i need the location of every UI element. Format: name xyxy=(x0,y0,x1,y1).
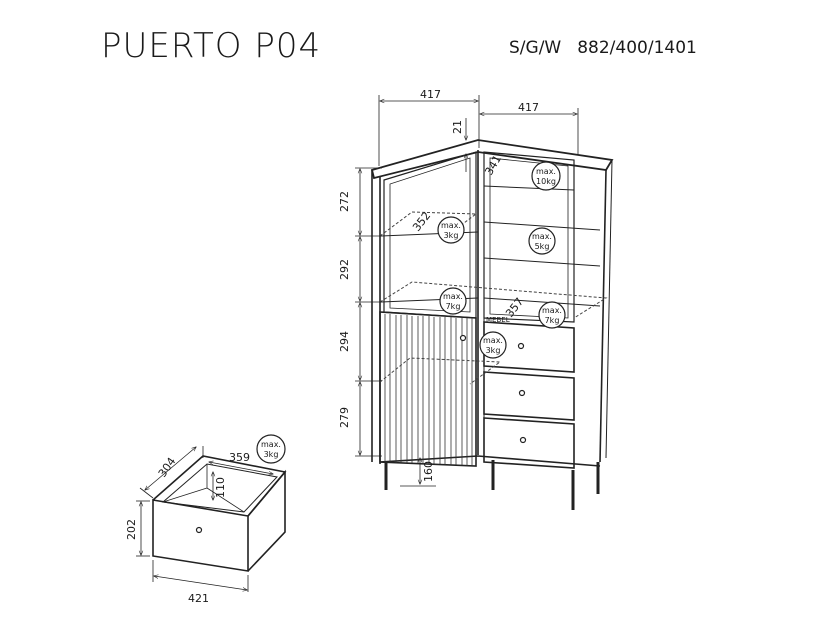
svg-text:3kg: 3kg xyxy=(264,450,279,459)
load-badge-right-middle: max. 7kg xyxy=(538,301,566,329)
knobs xyxy=(459,334,527,444)
dimensions-key: S/G/W xyxy=(509,38,562,58)
dim-height-4: 279 xyxy=(338,407,351,428)
cabinet xyxy=(370,139,614,469)
fluted-door xyxy=(379,311,477,467)
load-badge-left-lower: max. 3kg xyxy=(479,331,507,359)
watermark: MEBEL xyxy=(486,316,510,324)
dim-leg-height: 160 xyxy=(422,461,435,482)
cabinet-dimension-lines xyxy=(355,95,579,487)
svg-text:5kg: 5kg xyxy=(535,242,550,251)
right-side-outer xyxy=(599,169,607,463)
dim-height-2: 292 xyxy=(338,259,351,280)
svg-text:7kg: 7kg xyxy=(545,316,560,325)
cabinet-load-badges: max. 10kg max. 3kg max. 5kg max. 7kg max… xyxy=(437,161,566,359)
dim-height-3: 294 xyxy=(338,331,351,352)
drawer-2-knob xyxy=(518,389,526,397)
right-glass-door xyxy=(483,151,575,323)
svg-text:max.: max. xyxy=(536,167,556,176)
fluted-ribs xyxy=(384,314,473,466)
drawer-detail-knob xyxy=(195,526,203,534)
dim-drawer-height: 202 xyxy=(125,519,138,540)
drawer-1-knob xyxy=(517,342,525,350)
drawer-detail xyxy=(152,455,287,572)
svg-text:7kg: 7kg xyxy=(446,302,461,311)
door-knob xyxy=(459,334,467,342)
pullout-shelves xyxy=(379,211,608,385)
dimensions-value: 882/400/1401 xyxy=(577,38,697,58)
bottom-panel xyxy=(379,455,601,467)
dim-top-width-left: 417 xyxy=(420,88,441,101)
overall-dimensions: S/G/W 882/400/1401 xyxy=(509,38,713,58)
svg-text:max.: max. xyxy=(443,292,463,301)
dim-drawer-inner-width: 359 xyxy=(229,451,250,464)
svg-text:10kg: 10kg xyxy=(536,177,556,186)
drawer-dimension-labels: 304 359 110 202 421 xyxy=(125,451,250,605)
drawer-3-knob xyxy=(519,436,527,444)
load-badge-left-upper: max. 3kg xyxy=(437,216,465,244)
cabinet-dimension-labels: 417 417 21 341 272 292 294 279 352 357 1… xyxy=(338,88,539,482)
drawer-right-side xyxy=(247,469,286,572)
svg-text:3kg: 3kg xyxy=(444,231,459,240)
svg-text:3kg: 3kg xyxy=(486,346,501,355)
product-title: PUERTO P04 xyxy=(101,26,322,66)
drawer-dimension-lines xyxy=(136,446,273,592)
dim-top-gap: 21 xyxy=(451,120,464,134)
svg-text:max.: max. xyxy=(532,232,552,241)
load-badge-left-middle: max. 7kg xyxy=(439,287,467,315)
svg-text:max.: max. xyxy=(441,221,461,230)
svg-text:max.: max. xyxy=(483,336,503,345)
legs xyxy=(384,460,600,510)
dim-height-1: 272 xyxy=(338,191,351,212)
load-badge-right-upper: max. 5kg xyxy=(528,227,556,255)
dim-top-shelf-depth: 341 xyxy=(482,153,504,178)
load-badge-drawer: max. 3kg xyxy=(256,434,286,464)
dim-drawer-inner-height: 110 xyxy=(214,477,227,498)
dim-drawer-width: 421 xyxy=(188,592,209,605)
drawer-2 xyxy=(483,371,575,421)
load-badge-top: max. 10kg xyxy=(531,161,561,191)
svg-text:max.: max. xyxy=(542,306,562,315)
drawer-3 xyxy=(483,417,575,469)
dim-top-width-right: 417 xyxy=(518,101,539,114)
svg-text:max.: max. xyxy=(261,440,281,449)
dim-drawer-depth: 304 xyxy=(156,455,179,480)
